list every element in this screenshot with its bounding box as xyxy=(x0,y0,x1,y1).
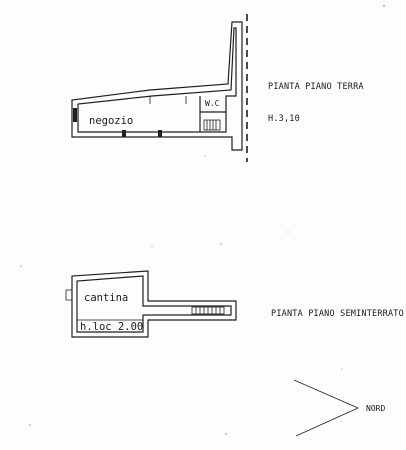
room-label-cellar: cantina xyxy=(84,292,128,304)
north-label: NORD xyxy=(366,404,385,413)
scan-specks xyxy=(20,5,385,435)
basement-outer-wall xyxy=(71,270,237,338)
room-label-wc: W.C xyxy=(205,99,220,108)
north-arrow xyxy=(293,379,359,437)
ground-floor-staircase xyxy=(203,119,221,131)
basement-height-box xyxy=(76,319,144,333)
basement-window-niche xyxy=(65,289,72,301)
ground-floor-pillar xyxy=(122,130,126,137)
ground-floor-height: H.3,10 xyxy=(268,114,300,124)
ground-floor-title: PIANTA PIANO TERRA xyxy=(268,82,364,92)
basement-floor-plan: cantina h.loc 2.00 xyxy=(65,270,237,338)
ground-floor-pillar xyxy=(73,108,77,122)
ground-floor-inner-wall xyxy=(77,27,237,133)
room-label-shop: negozio xyxy=(89,115,133,127)
basement-staircase xyxy=(191,306,225,315)
basement-floor-title: PIANTA PIANO SEMINTERRATO xyxy=(271,309,404,319)
ground-floor-plan: negozio W.C xyxy=(71,14,248,162)
basement-height-label: h.loc 2.00 xyxy=(80,321,143,333)
ground-floor-outer-wall xyxy=(71,21,243,151)
ground-floor-pillar xyxy=(158,130,162,137)
